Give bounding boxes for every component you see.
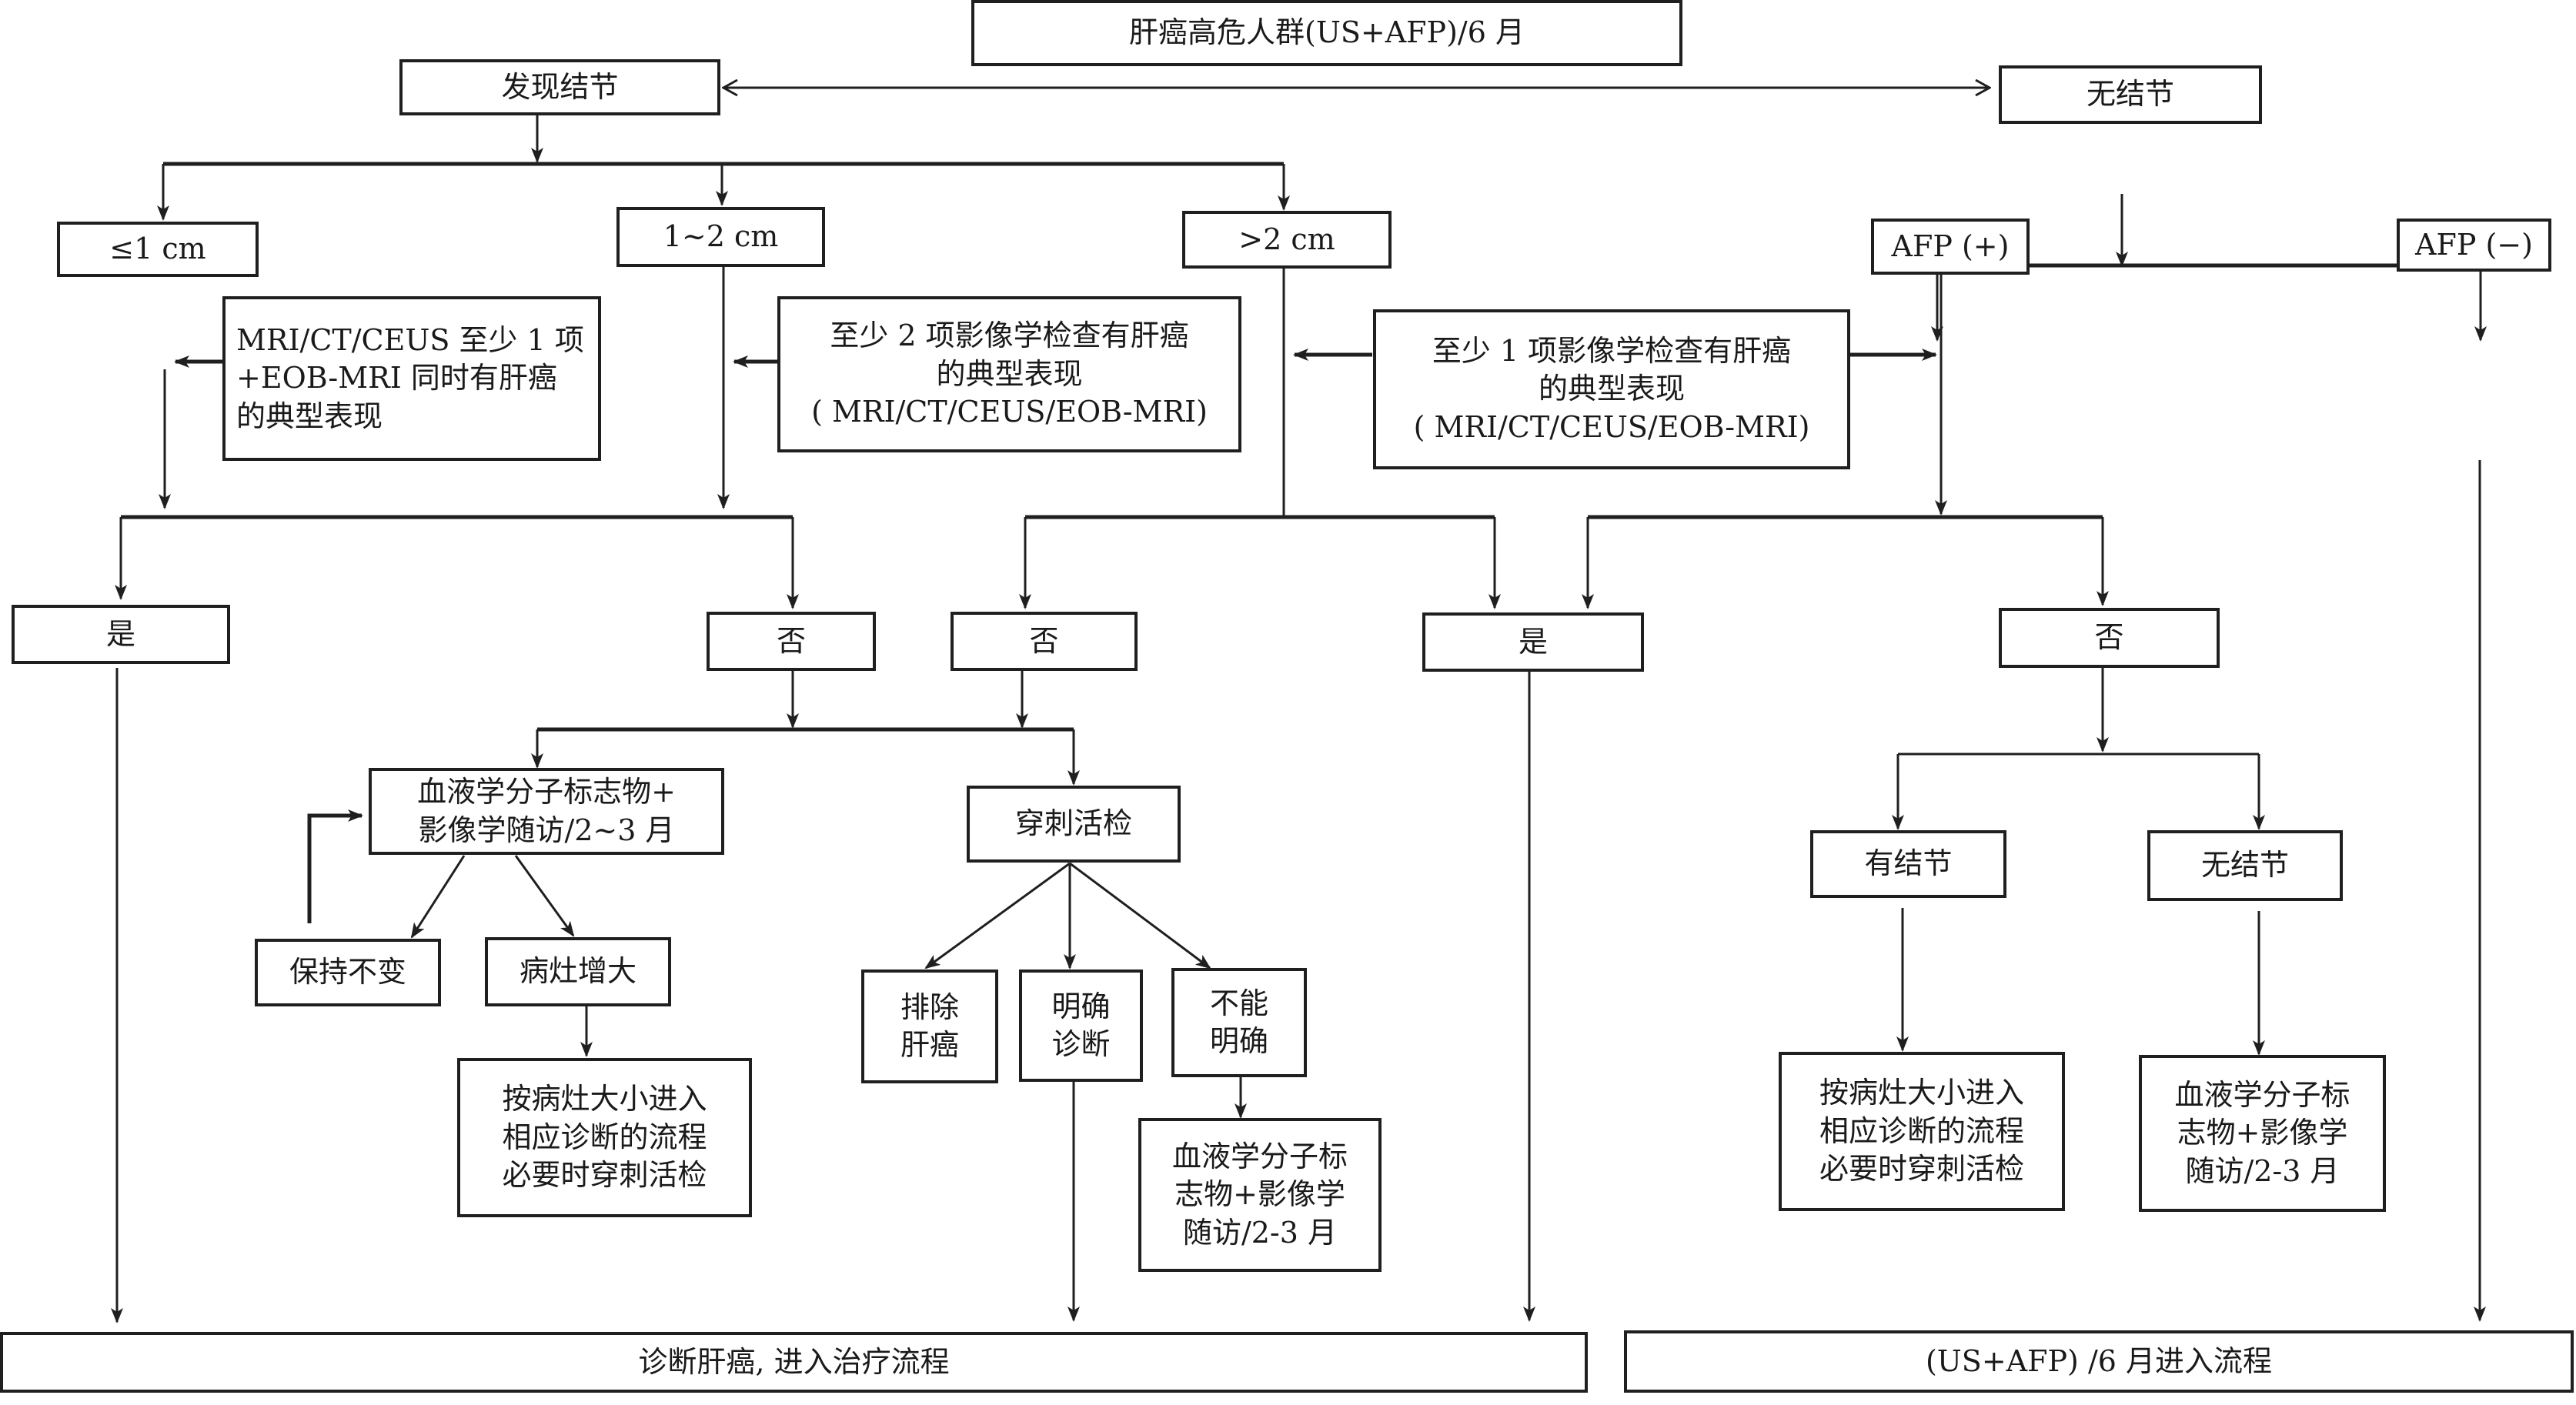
node-size-gt-2cm: >2 cm (1182, 211, 1392, 269)
node-by-size-right: 按病灶大小进入 相应诊断的流程 必要时穿刺活检 (1779, 1052, 2065, 1211)
connector (1069, 862, 1211, 969)
node-followup-left: 血液学分子标志物+ 影像学随访/2~3 月 (369, 768, 724, 855)
connector (514, 855, 575, 937)
node-no-nodule: 无结节 (1999, 65, 2262, 124)
node-yes-right: 是 (1422, 612, 1644, 672)
node-size-le-1cm: ≤1 cm (57, 222, 259, 277)
node-unchanged: 保持不变 (255, 939, 441, 1006)
node-followup-right: 血液学分子标 志物+影像学 随访/2-3 月 (2139, 1055, 2386, 1212)
loop-back-connector (307, 809, 363, 923)
node-afp-negative: AFP (−) (2397, 219, 2551, 272)
node-followup-mid: 血液学分子标 志物+影像学 随访/2-3 月 (1138, 1118, 1382, 1272)
node-no-1-2cm: 否 (707, 612, 876, 671)
node-yes-left: 是 (12, 605, 230, 664)
node-afp-positive: AFP (+) (1871, 219, 2030, 275)
node-size-1-2cm: 1~2 cm (616, 207, 825, 267)
node-criteria-1-2cm: 至少 2 项影像学检查有肝癌 的典型表现 ( MRI/CT/CEUS/EOB-M… (777, 296, 1241, 452)
connector (410, 855, 466, 939)
node-no-afp: 否 (1999, 608, 2220, 668)
node-surveillance: (US+AFP) /6 月进入流程 (1624, 1330, 2574, 1393)
node-nodule-found: 发现结节 (399, 59, 720, 115)
node-uncertain: 不能 明确 (1171, 968, 1307, 1077)
node-has-nodule: 有结节 (1810, 830, 2006, 898)
node-by-size-left: 按病灶大小进入 相应诊断的流程 必要时穿刺活检 (457, 1058, 752, 1217)
node-high-risk-population: 肝癌高危人群(US+AFP)/6 月 (971, 0, 1682, 66)
node-criteria-gt-2cm: 至少 1 项影像学检查有肝癌 的典型表现 ( MRI/CT/CEUS/EOB-M… (1373, 309, 1850, 469)
node-biopsy: 穿刺活检 (967, 786, 1181, 863)
node-diagnose-treat: 诊断肝癌, 进入治疗流程 (0, 1332, 1588, 1393)
node-no-nodule-2: 无结节 (2147, 830, 2343, 901)
node-criteria-le-1cm: MRI/CT/CEUS 至少 1 项 +EOB-MRI 同时有肝癌 的典型表现 (222, 296, 601, 461)
node-confirmed-diagnosis: 明确 诊断 (1019, 969, 1143, 1082)
node-enlarged: 病灶增大 (485, 937, 671, 1006)
connector (924, 862, 1071, 969)
node-no-gt-2cm: 否 (951, 612, 1138, 671)
node-exclude-hcc: 排除 肝癌 (861, 969, 998, 1083)
